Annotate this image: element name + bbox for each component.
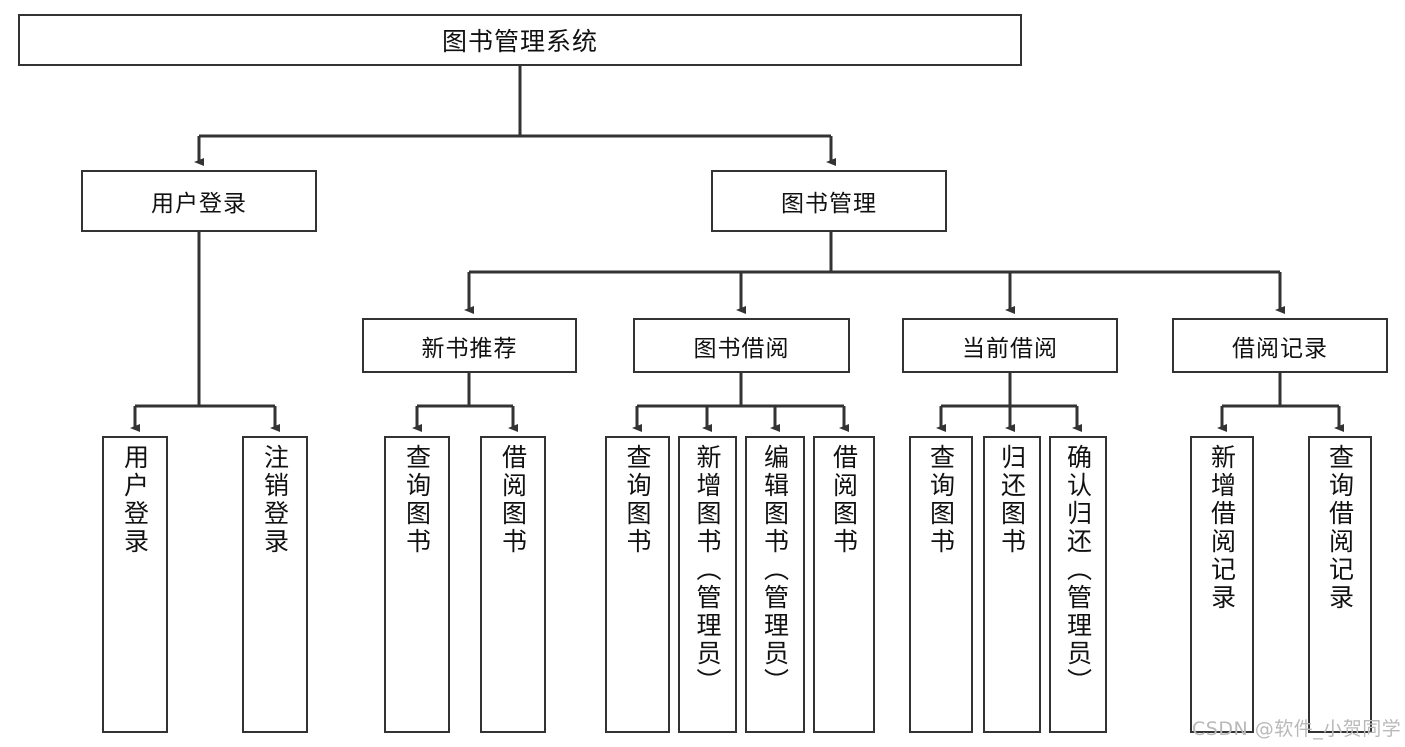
leaf-recommend-borrow-book-label: 借阅图书 <box>498 444 528 556</box>
node-book-management-label: 图书管理 <box>781 191 877 217</box>
leaf-logout[interactable]: 注销登录 <box>242 436 308 733</box>
leaf-borrow-borrow-book[interactable]: 借阅图书 <box>813 436 875 733</box>
node-user-login[interactable]: 用户登录 <box>81 170 317 232</box>
node-root[interactable]: 图书管理系统 <box>18 14 1022 66</box>
leaf-borrow-add-book-admin-label: 新增图书（管理员） <box>693 444 722 696</box>
leaf-recommend-borrow-book[interactable]: 借阅图书 <box>480 436 546 733</box>
leaf-user-login[interactable]: 用户登录 <box>102 436 168 733</box>
leaf-logout-label: 注销登录 <box>260 444 290 556</box>
leaf-record-add-record-label: 新增借阅记录 <box>1207 444 1237 612</box>
leaf-current-query-book-label: 查询图书 <box>926 444 956 556</box>
leaf-borrow-borrow-book-label: 借阅图书 <box>829 444 859 556</box>
leaf-current-confirm-return-admin-label: 确认归还（管理员） <box>1063 444 1093 696</box>
node-book-borrow[interactable]: 图书借阅 <box>633 318 850 373</box>
leaf-current-return-book[interactable]: 归还图书 <box>983 436 1041 733</box>
leaf-borrow-edit-book-admin-label: 编辑图书（管理员） <box>760 444 790 696</box>
node-root-label: 图书管理系统 <box>441 27 598 56</box>
node-borrow-record[interactable]: 借阅记录 <box>1172 318 1388 373</box>
leaf-recommend-query-book-label: 查询图书 <box>402 444 432 556</box>
leaf-borrow-query-book[interactable]: 查询图书 <box>605 436 670 733</box>
leaf-recommend-query-book[interactable]: 查询图书 <box>384 436 450 733</box>
node-current-borrow[interactable]: 当前借阅 <box>902 318 1118 373</box>
node-new-book-recommend-label: 新书推荐 <box>421 335 518 362</box>
leaf-current-return-book-label: 归还图书 <box>997 444 1027 556</box>
node-borrow-record-label: 借阅记录 <box>1232 335 1328 362</box>
leaf-borrow-add-book-admin[interactable]: 新增图书（管理员） <box>678 436 737 733</box>
leaf-current-confirm-return-admin[interactable]: 确认归还（管理员） <box>1049 436 1107 733</box>
watermark-text: CSDN @软件_小贺同学 <box>1192 718 1402 740</box>
node-book-borrow-label: 图书借阅 <box>693 335 790 362</box>
leaf-borrow-edit-book-admin[interactable]: 编辑图书（管理员） <box>745 436 805 733</box>
node-book-management[interactable]: 图书管理 <box>711 170 947 232</box>
node-current-borrow-label: 当前借阅 <box>962 335 1058 362</box>
leaf-record-query-record[interactable]: 查询借阅记录 <box>1308 436 1372 733</box>
leaf-record-add-record[interactable]: 新增借阅记录 <box>1190 436 1254 733</box>
leaf-borrow-query-book-label: 查询图书 <box>623 444 652 556</box>
node-user-login-label: 用户登录 <box>151 191 247 217</box>
leaf-record-query-record-label: 查询借阅记录 <box>1325 444 1355 612</box>
leaf-current-query-book[interactable]: 查询图书 <box>909 436 973 733</box>
leaf-user-login-label: 用户登录 <box>120 444 150 556</box>
node-new-book-recommend[interactable]: 新书推荐 <box>362 318 577 373</box>
